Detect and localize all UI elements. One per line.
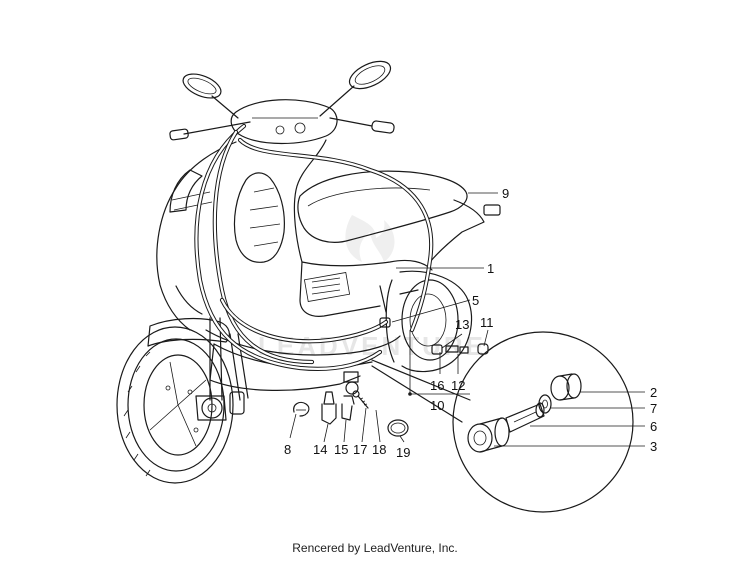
part-15-clamp xyxy=(341,395,355,421)
detail-part-7-washer xyxy=(538,394,552,414)
callout-5: 5 xyxy=(472,293,479,308)
left-mirror xyxy=(182,73,239,119)
part-14-bracket xyxy=(321,391,337,425)
callout-numbers: 1 2 3 5 6 7 8 9 10 11 12 13 14 15 16 17 … xyxy=(284,186,657,460)
part-17-screw xyxy=(352,390,369,409)
callout-14: 14 xyxy=(313,442,327,457)
footer-credit: Rencered by LeadVenture, Inc. xyxy=(292,541,458,555)
callout-11: 11 xyxy=(480,315,494,330)
callout-10: 10 xyxy=(430,398,444,413)
detail-part-3-cap xyxy=(467,417,510,453)
callout-15: 15 xyxy=(334,442,348,457)
part-19-ring xyxy=(387,419,409,437)
callout-16: 16 xyxy=(430,378,444,393)
callout-3: 3 xyxy=(650,439,657,454)
cable-hardware xyxy=(343,285,489,395)
callout-2: 2 xyxy=(650,385,657,400)
exploded-parts xyxy=(293,390,409,437)
detail-part-6-housing xyxy=(505,402,545,433)
detail-part-2-boot xyxy=(550,373,582,401)
callout-18: 18 xyxy=(372,442,386,457)
handlebar xyxy=(169,99,395,145)
callout-6: 6 xyxy=(650,419,657,434)
callout-19: 19 xyxy=(396,445,410,460)
callout-9: 9 xyxy=(502,186,509,201)
front-wheel xyxy=(116,326,234,484)
main-cable xyxy=(194,123,434,371)
seat xyxy=(297,170,468,243)
callout-12: 12 xyxy=(451,378,465,393)
callout-8: 8 xyxy=(284,442,291,457)
callout-17: 17 xyxy=(353,442,367,457)
right-mirror xyxy=(319,60,392,117)
callout-7: 7 xyxy=(650,401,657,416)
callout-1: 1 xyxy=(487,261,494,276)
leader-lines xyxy=(289,192,645,447)
rear-body xyxy=(299,199,501,317)
part-8-clip xyxy=(293,401,310,417)
callout-13: 13 xyxy=(455,317,469,332)
scooter-illustration xyxy=(116,60,501,484)
